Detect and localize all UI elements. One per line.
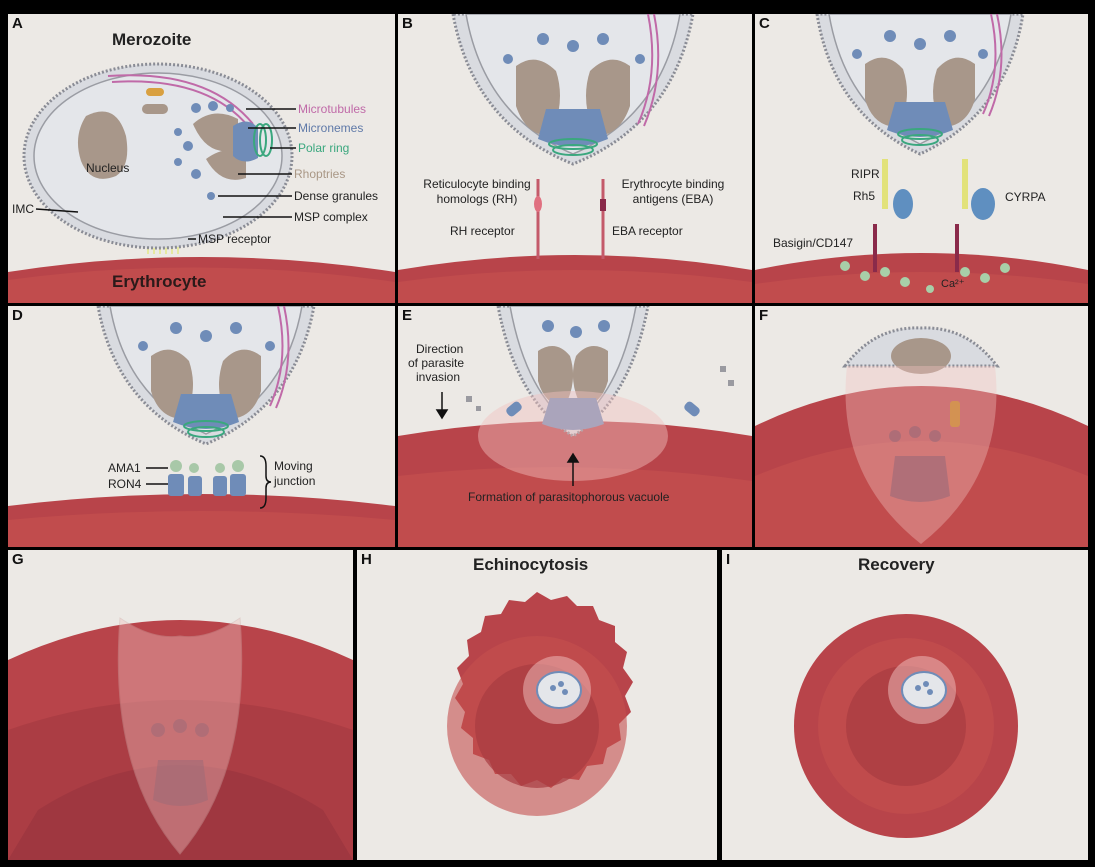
ama1-label: AMA1	[108, 461, 141, 475]
moving-junction-line1: Moving	[274, 459, 313, 473]
direction-label-line2: of parasite	[408, 356, 464, 370]
panel-a-title: Merozoite	[112, 30, 191, 50]
direction-label-line1: Direction	[416, 342, 463, 356]
panel-i-title: Recovery	[858, 555, 935, 575]
dense-granules-label: Dense granules	[294, 189, 378, 203]
panel-g-illustration	[8, 550, 353, 860]
rh5-label: Rh5	[853, 189, 875, 203]
panel-c: C RIPR Rh5 CYRPA Basigin/CD147 Ca²⁺	[755, 14, 1088, 303]
panel-d-letter: D	[12, 307, 23, 324]
panel-a-letter: A	[12, 15, 23, 32]
panel-c-letter: C	[759, 15, 770, 32]
msp-receptor-label: MSP receptor	[198, 232, 271, 246]
calcium-label: Ca²⁺	[941, 277, 965, 291]
panel-f-illustration	[755, 306, 1088, 547]
panel-d: D AMA1 RON4 Moving junction	[8, 306, 395, 547]
microtubules-label: Microtubules	[298, 102, 366, 116]
eba-receptor-label: EBA receptor	[612, 224, 683, 238]
panel-b: B Reticulocyte binding homologs (RH) Ery…	[398, 14, 752, 303]
rh-label-line2: homologs (RH)	[412, 192, 542, 206]
panel-f: F	[755, 306, 1088, 547]
ron4-label: RON4	[108, 477, 141, 491]
basigin-label: Basigin/CD147	[773, 236, 853, 250]
panel-b-letter: B	[402, 15, 413, 32]
panel-i-letter: I	[726, 551, 730, 568]
panel-g: G	[8, 550, 353, 860]
panel-d-illustration	[8, 306, 395, 547]
eba-label-line1: Erythrocyte binding	[608, 177, 738, 191]
direction-label-line3: invasion	[416, 370, 460, 384]
panel-i-illustration	[722, 550, 1088, 860]
panel-f-letter: F	[759, 307, 768, 324]
panel-h: H Echinocytosis	[357, 550, 717, 860]
imc-label: IMC	[12, 202, 34, 216]
vacuole-label: Formation of parasitophorous vacuole	[468, 490, 669, 504]
msp-complex-label: MSP complex	[294, 210, 368, 224]
panel-h-title: Echinocytosis	[473, 555, 588, 575]
nucleus-label: Nucleus	[86, 161, 129, 175]
cyrpa-label: CYRPA	[1005, 190, 1045, 204]
panel-c-illustration	[755, 14, 1088, 303]
rh-label-line1: Reticulocyte binding	[412, 177, 542, 191]
panel-a-illustration	[8, 14, 395, 303]
panel-a: A Merozoite Erythrocyte Microtubules Mic…	[8, 14, 395, 303]
panel-g-letter: G	[12, 551, 24, 568]
eba-label-line2: antigens (EBA)	[608, 192, 738, 206]
ripr-label: RIPR	[851, 167, 880, 181]
panel-h-illustration	[357, 550, 717, 860]
rhoptries-label: Rhoptries	[294, 167, 345, 181]
erythrocyte-label: Erythrocyte	[112, 272, 206, 292]
moving-junction-line2: junction	[274, 474, 315, 488]
micronemes-label: Micronemes	[298, 121, 363, 135]
polar-ring-label: Polar ring	[298, 141, 349, 155]
panel-h-letter: H	[361, 551, 372, 568]
panel-e: E Direction of parasite invasion Formati…	[398, 306, 752, 547]
panel-e-letter: E	[402, 307, 412, 324]
rh-receptor-label: RH receptor	[450, 224, 515, 238]
panel-i: I Recovery	[722, 550, 1088, 860]
panel-b-illustration	[398, 14, 752, 303]
